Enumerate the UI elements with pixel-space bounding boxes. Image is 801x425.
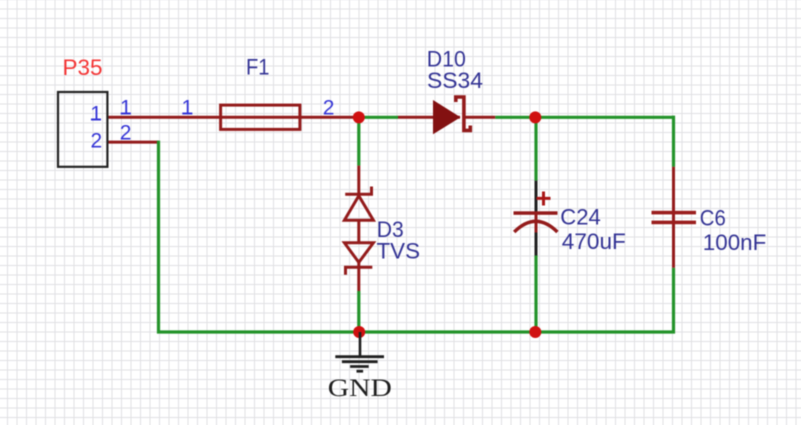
svg-text:D3: D3 — [377, 217, 404, 242]
svg-text:TVS: TVS — [377, 238, 421, 263]
svg-text:GND: GND — [328, 375, 392, 402]
svg-text:C24: C24 — [560, 205, 601, 230]
svg-text:1: 1 — [120, 97, 132, 120]
svg-text:2: 2 — [120, 122, 132, 145]
svg-text:1: 1 — [90, 103, 102, 126]
svg-text:P35: P35 — [63, 55, 103, 80]
svg-text:2: 2 — [323, 97, 335, 120]
svg-text:1: 1 — [182, 97, 194, 120]
svg-text:SS34: SS34 — [427, 68, 483, 93]
svg-text:470uF: 470uF — [562, 229, 626, 254]
svg-text:2: 2 — [91, 130, 103, 153]
svg-text:C6: C6 — [700, 206, 726, 231]
svg-text:D10: D10 — [427, 46, 466, 71]
svg-text:F1: F1 — [246, 55, 270, 80]
svg-text:100nF: 100nF — [703, 230, 767, 255]
